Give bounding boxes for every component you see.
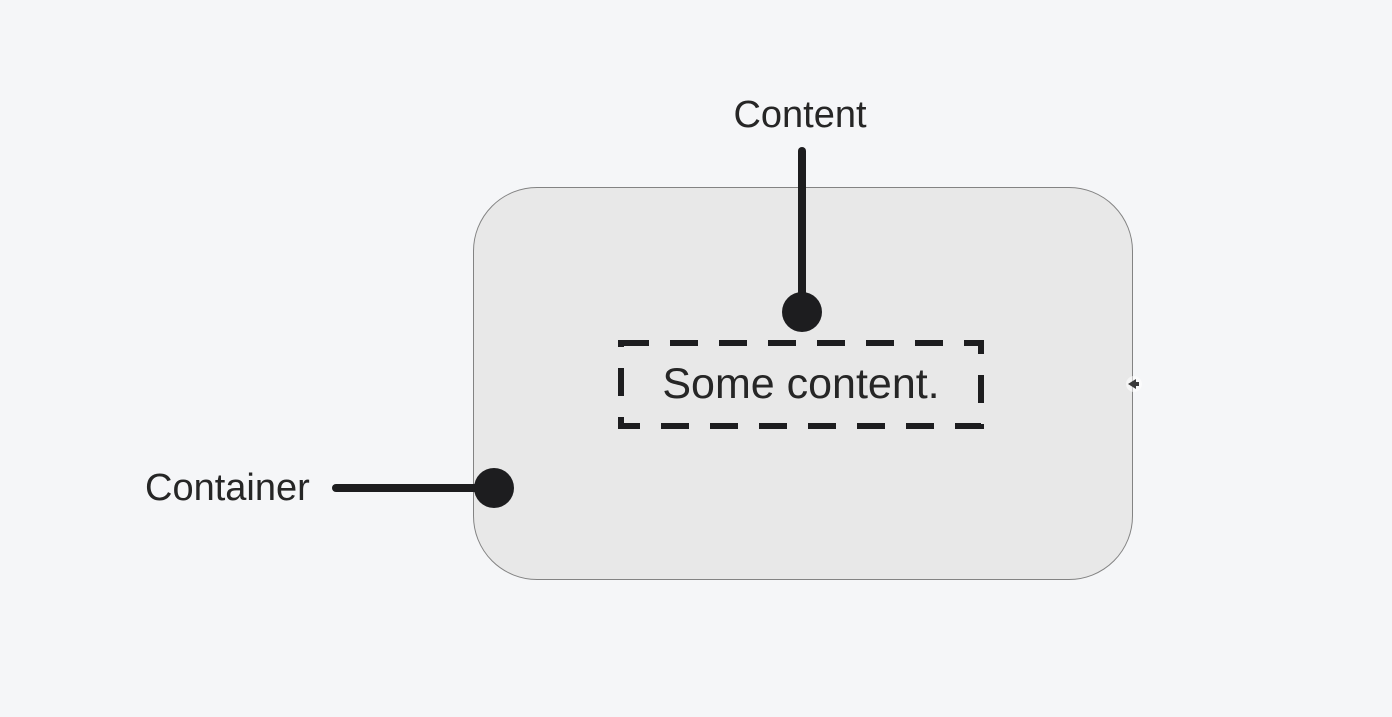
content-placeholder: Some content. bbox=[618, 340, 984, 429]
container-connector-line bbox=[332, 484, 490, 492]
dashed-border bbox=[618, 340, 984, 429]
content-label: Content bbox=[733, 94, 867, 136]
content-text: Some content. bbox=[662, 360, 940, 408]
content-connector-line bbox=[798, 147, 806, 302]
cursor-icon bbox=[1126, 376, 1142, 392]
content-connector-dot bbox=[782, 292, 822, 332]
container-connector-dot bbox=[474, 468, 514, 508]
container-label: Container bbox=[145, 467, 310, 509]
